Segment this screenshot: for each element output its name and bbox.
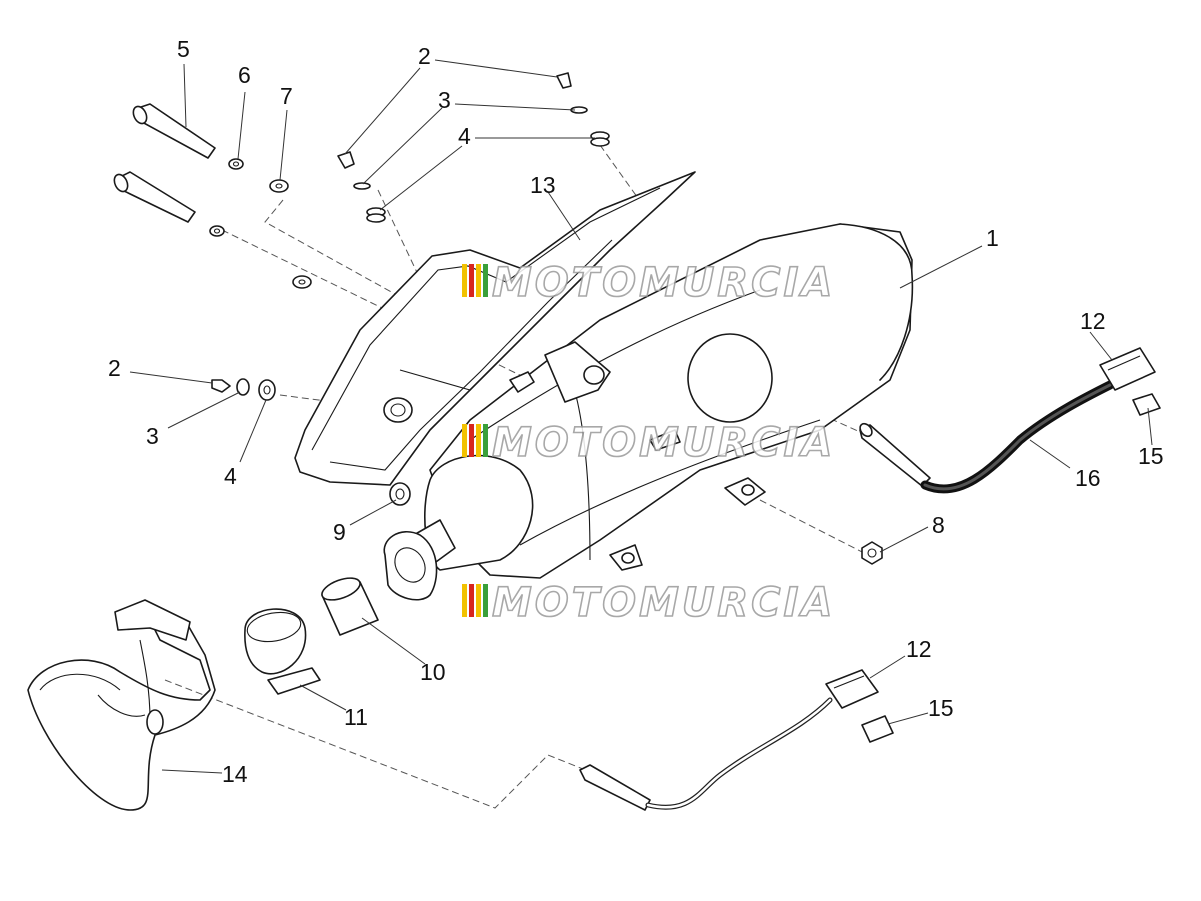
silencer-body bbox=[429, 223, 914, 579]
callout-3-left: 3 bbox=[146, 423, 159, 449]
grommet-left bbox=[258, 379, 276, 401]
callout-14: 14 bbox=[222, 761, 248, 787]
callout-2-top: 2 bbox=[418, 43, 431, 69]
grommet-top-left bbox=[366, 207, 386, 223]
watermark-stripe-1 bbox=[462, 264, 467, 297]
washer-large-lower bbox=[292, 275, 312, 289]
watermark-text: MOTOMURCIA bbox=[492, 420, 835, 466]
callout-10: 10 bbox=[420, 659, 446, 685]
callout-1: 1 bbox=[986, 225, 999, 251]
lambda-sensor-lower bbox=[579, 697, 833, 811]
watermark-text: MOTOMURCIA bbox=[492, 260, 835, 306]
callout-labels: 1 2 2 3 3 4 4 5 6 7 8 9 10 11 12 12 13 1… bbox=[108, 36, 1164, 787]
watermark-stripe-3 bbox=[476, 424, 481, 457]
watermark-stripe-4 bbox=[483, 584, 488, 617]
washer-small-upper bbox=[228, 158, 244, 170]
bolt-lower bbox=[113, 171, 196, 223]
screw-left bbox=[211, 379, 231, 393]
washer-small-lower bbox=[209, 225, 225, 237]
exhaust-manifold-14 bbox=[27, 599, 216, 811]
watermark-stripe-1 bbox=[462, 584, 467, 617]
leader-lines bbox=[129, 59, 1153, 774]
callout-7: 7 bbox=[280, 83, 293, 109]
callout-6: 6 bbox=[238, 62, 251, 88]
callout-12-lower: 12 bbox=[906, 636, 932, 662]
callout-9: 9 bbox=[333, 519, 346, 545]
callout-4-left: 4 bbox=[224, 463, 237, 489]
washer-left bbox=[236, 378, 250, 396]
watermark-stripe-1 bbox=[462, 424, 467, 457]
nut-8 bbox=[861, 541, 883, 565]
watermark-stripe-2 bbox=[469, 424, 474, 457]
callout-12-upper: 12 bbox=[1080, 308, 1106, 334]
watermark-top: MOTOMURCIA bbox=[462, 259, 835, 307]
clip-15-upper bbox=[1132, 393, 1161, 416]
callout-15-lower: 15 bbox=[928, 695, 954, 721]
connector-12-lower bbox=[825, 669, 879, 709]
callout-8: 8 bbox=[932, 512, 945, 538]
watermark-text: MOTOMURCIA bbox=[492, 580, 835, 626]
washer-large-upper bbox=[269, 179, 289, 193]
silencer-inlet bbox=[383, 454, 534, 601]
callout-11: 11 bbox=[344, 704, 368, 730]
heat-shield bbox=[294, 171, 696, 486]
grommet-top-right bbox=[590, 131, 610, 147]
screw-top-left bbox=[337, 151, 355, 169]
watermark-stripe-2 bbox=[469, 584, 474, 617]
watermark-stripe-3 bbox=[476, 264, 481, 297]
clamp-11 bbox=[244, 608, 321, 695]
clip-15-lower bbox=[861, 715, 894, 743]
callout-13: 13 bbox=[530, 172, 556, 198]
watermark-bottom: MOTOMURCIA bbox=[462, 579, 835, 627]
callout-15-upper: 15 bbox=[1138, 443, 1164, 469]
bolt-upper bbox=[132, 103, 216, 159]
washer-top-left bbox=[353, 182, 371, 190]
sleeve-10 bbox=[321, 577, 379, 636]
watermark-stripe-4 bbox=[483, 424, 488, 457]
connector-12-upper bbox=[1099, 347, 1156, 391]
watermark-stripe-3 bbox=[476, 584, 481, 617]
callout-5: 5 bbox=[177, 36, 190, 62]
clip-9 bbox=[389, 482, 411, 506]
callout-3-top: 3 bbox=[438, 87, 451, 113]
watermark-stripe-4 bbox=[483, 264, 488, 297]
callout-2-left: 2 bbox=[108, 355, 121, 381]
watermark-middle: MOTOMURCIA bbox=[462, 419, 835, 467]
screw-top-right bbox=[556, 72, 572, 89]
lambda-sensor-16 bbox=[859, 380, 1115, 494]
watermark-stripe-2 bbox=[469, 264, 474, 297]
callout-4-top: 4 bbox=[458, 123, 471, 149]
callout-16: 16 bbox=[1075, 465, 1101, 491]
